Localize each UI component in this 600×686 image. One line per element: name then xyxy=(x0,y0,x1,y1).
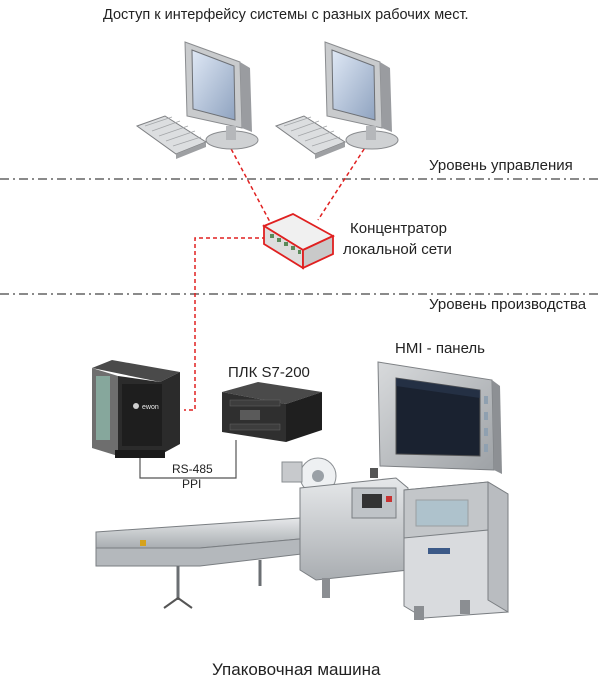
hmi-panel-icon xyxy=(377,361,502,474)
management-level-label: Уровень управления xyxy=(429,157,573,174)
link-label-line1: RS-485 xyxy=(172,462,213,476)
hmi-label: HMI - панель xyxy=(395,340,485,357)
workstation-right xyxy=(274,41,399,159)
workstation-left xyxy=(135,41,259,159)
rs485-link-lines xyxy=(139,440,237,479)
hub-label-line2: локальной сети xyxy=(343,241,452,258)
gateway-brand: ewon xyxy=(142,404,159,411)
keyboard-icon xyxy=(274,115,347,159)
plc-icon xyxy=(222,382,322,442)
network-links xyxy=(184,142,369,411)
monitor-icon xyxy=(324,41,399,150)
machine-label: Упаковочная машина xyxy=(212,660,381,679)
link-label-line2: PPI xyxy=(182,477,202,491)
monitor-icon xyxy=(184,41,259,150)
production-level-label: Уровень производства xyxy=(429,296,587,313)
plc-label: ПЛК S7-200 xyxy=(228,364,310,381)
keyboard-icon xyxy=(135,115,208,159)
gateway-icon xyxy=(92,360,180,458)
network-hub-icon xyxy=(262,213,335,270)
header-text: Доступ к интерфейсу системы с разных раб… xyxy=(103,7,469,23)
hub-label-line1: Концентратор xyxy=(350,220,448,237)
packaging-machine-icon xyxy=(95,457,509,620)
